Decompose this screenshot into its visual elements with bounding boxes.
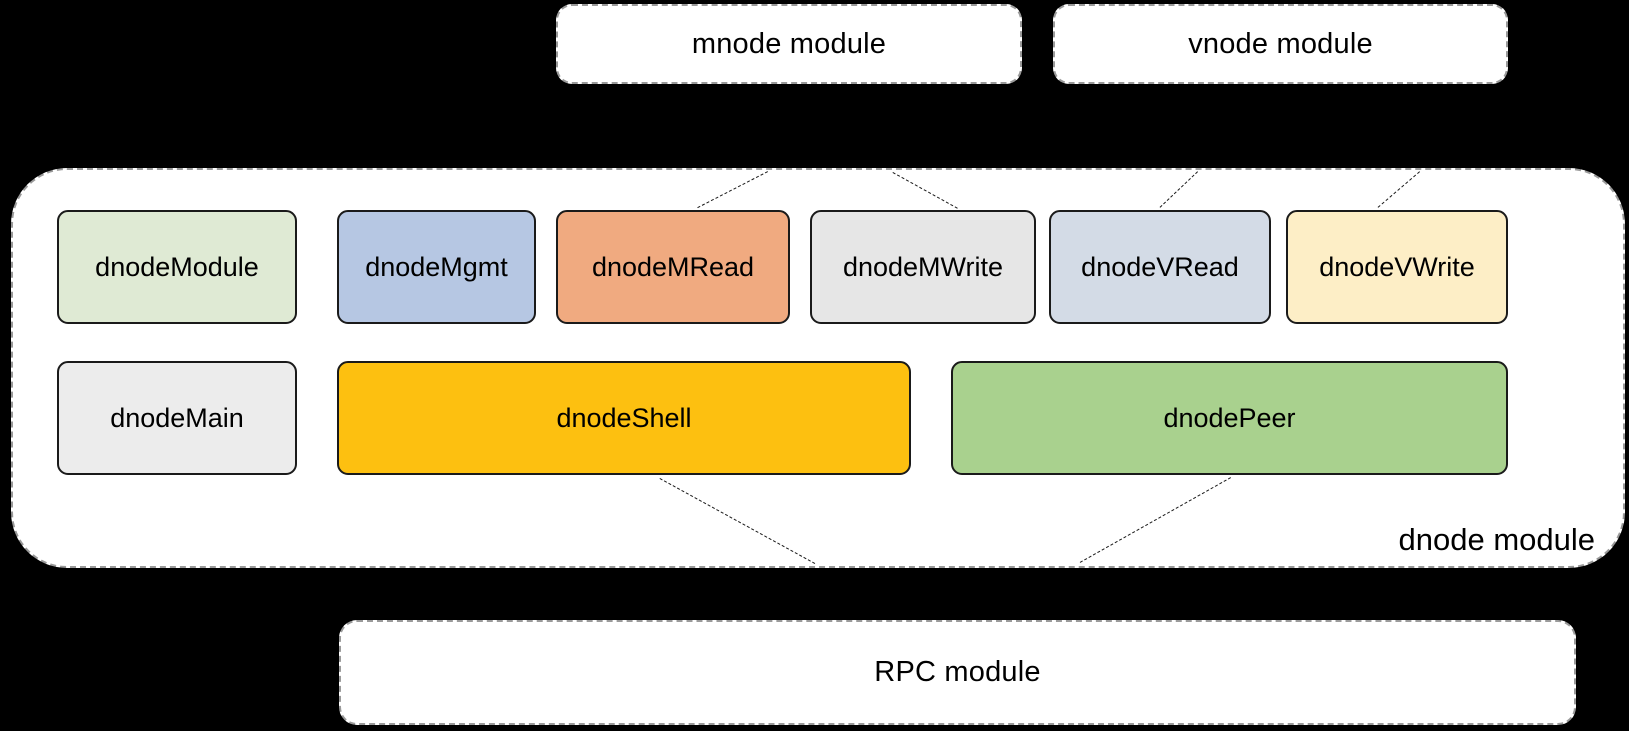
mnode-module-box[interactable]: mnode module <box>556 4 1022 84</box>
vnode-module-label: vnode module <box>1188 27 1373 60</box>
component-label: dnodeShell <box>556 402 692 433</box>
component-dnode-peer[interactable]: dnodePeer <box>951 361 1508 475</box>
mnode-module-label: mnode module <box>691 27 887 60</box>
component-label: dnodePeer <box>1163 402 1296 433</box>
component-label: dnodeMWrite <box>842 251 1004 282</box>
rpc-module-box[interactable]: RPC module <box>339 620 1576 725</box>
component-label: dnodeMgmt <box>365 251 508 282</box>
dnode-module-label: dnode module <box>1398 522 1596 557</box>
component-dnode-mgmt[interactable]: dnodeMgmt <box>337 210 536 324</box>
component-label: dnodeModule <box>95 251 259 282</box>
component-dnode-vread[interactable]: dnodeVRead <box>1049 210 1271 324</box>
component-dnode-vwrite[interactable]: dnodeVWrite <box>1286 210 1508 324</box>
component-dnode-mread[interactable]: dnodeMRead <box>556 210 790 324</box>
component-dnode-main[interactable]: dnodeMain <box>57 361 297 475</box>
component-label: dnodeVWrite <box>1319 251 1475 282</box>
component-dnode-mwrite[interactable]: dnodeMWrite <box>810 210 1036 324</box>
component-label: dnodeMain <box>110 402 244 433</box>
component-label: dnodeVRead <box>1081 251 1239 282</box>
component-dnode-shell[interactable]: dnodeShell <box>337 361 911 475</box>
component-label: dnodeMRead <box>591 251 755 282</box>
rpc-module-label: RPC module <box>874 656 1041 688</box>
vnode-module-box[interactable]: vnode module <box>1053 4 1508 84</box>
component-dnode-module[interactable]: dnodeModule <box>57 210 297 324</box>
